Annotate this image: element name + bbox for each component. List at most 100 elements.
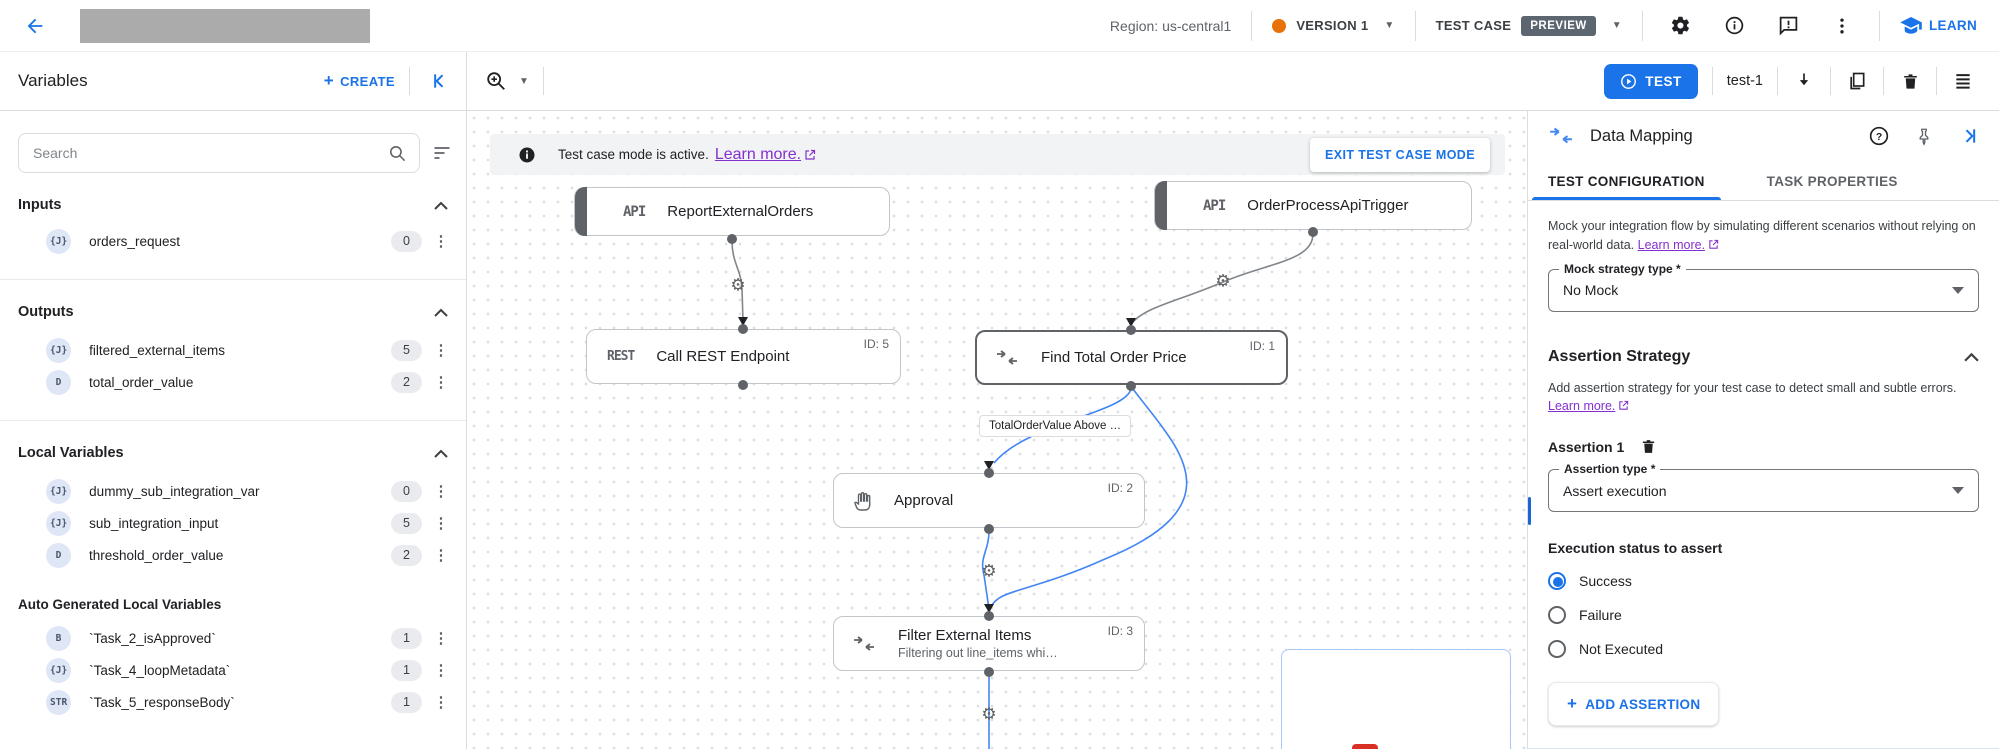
learn-button[interactable]: LEARN xyxy=(1900,16,1977,35)
row-kebab-icon[interactable]: ⋮ xyxy=(433,482,449,500)
zoom-in-icon xyxy=(487,72,505,90)
radio-failure[interactable]: Failure xyxy=(1548,606,1979,624)
json-type-icon: {J} xyxy=(46,657,72,683)
radio-not-executed[interactable]: Not Executed xyxy=(1548,640,1979,658)
test-case-selector[interactable]: TEST CASE PREVIEW ▼ xyxy=(1435,15,1622,36)
row-kebab-icon[interactable]: ⋮ xyxy=(433,629,449,647)
chevron-up-icon xyxy=(434,308,448,317)
node-find-total-order-price[interactable]: Find Total Order Price ID: 1 xyxy=(975,330,1288,385)
info-icon[interactable] xyxy=(1723,15,1745,37)
local-variables-title: Local Variables xyxy=(18,445,124,461)
settings-gear-icon[interactable] xyxy=(1669,15,1691,37)
create-variable-button[interactable]: + CREATE xyxy=(324,71,395,91)
banner-learn-more-link[interactable]: Learn more. xyxy=(714,145,802,163)
execution-status-label: Execution status to assert xyxy=(1548,540,1723,556)
row-kebab-icon[interactable]: ⋮ xyxy=(433,546,449,564)
assertion-name: Assertion 1 xyxy=(1548,438,1625,455)
count-badge: 5 xyxy=(391,339,422,361)
chevron-down-icon xyxy=(1952,286,1964,294)
edge-gear-icon[interactable]: ⚙ xyxy=(981,704,997,725)
pin-icon[interactable] xyxy=(1915,126,1933,146)
radio-button[interactable] xyxy=(1548,606,1566,624)
node-approval[interactable]: Approval ID: 2 xyxy=(833,473,1145,528)
divider xyxy=(1883,67,1884,95)
copy-icon[interactable] xyxy=(1845,69,1869,93)
version-status-dot xyxy=(1272,18,1287,33)
variable-name: `Task_5_responseBody` xyxy=(89,694,235,710)
count-badge: 0 xyxy=(391,230,422,252)
node-call-rest-endpoint[interactable]: REST Call REST Endpoint ID: 5 xyxy=(586,329,901,384)
node-title: OrderProcessApiTrigger xyxy=(1247,197,1409,214)
row-kebab-icon[interactable]: ⋮ xyxy=(433,661,449,679)
row-kebab-icon[interactable]: ⋮ xyxy=(433,232,449,250)
mock-learn-more-link[interactable]: Learn more. xyxy=(1637,237,1706,252)
connection-dot xyxy=(984,524,994,534)
node-title: Find Total Order Price xyxy=(1041,349,1187,366)
section-local-variables[interactable]: Local Variables xyxy=(0,441,466,465)
test-case-label: TEST CASE xyxy=(1435,18,1512,33)
variables-search[interactable] xyxy=(18,133,420,173)
assertion-type-select[interactable]: Assertion type * Assert execution xyxy=(1548,462,1979,512)
more-options-kebab-icon[interactable] xyxy=(1831,15,1853,37)
tab-task-properties[interactable]: TASK PROPERTIES xyxy=(1766,174,1898,189)
collapse-panel-icon[interactable] xyxy=(430,71,450,91)
mock-strategy-select[interactable]: Mock strategy type * No Mock xyxy=(1548,261,1979,312)
edge-gear-icon[interactable]: ⚙ xyxy=(730,275,746,296)
radio-success[interactable]: Success xyxy=(1548,572,1979,590)
feedback-icon[interactable] xyxy=(1777,15,1799,37)
section-inputs[interactable]: Inputs xyxy=(0,193,466,217)
variable-row[interactable]: {J} filtered_external_items 5 ⋮ xyxy=(0,334,466,366)
section-outputs[interactable]: Outputs xyxy=(0,300,466,324)
variable-name: `Task_2_isApproved` xyxy=(89,630,216,646)
sort-icon[interactable] xyxy=(432,143,452,163)
chevron-up-icon[interactable] xyxy=(1964,352,1979,362)
delete-assertion-icon[interactable] xyxy=(1640,438,1657,455)
canvas-zoom-control[interactable]: ▼ xyxy=(485,70,529,92)
help-icon[interactable]: ? xyxy=(1869,126,1889,146)
test-label: TEST xyxy=(1645,73,1682,89)
edge-gear-icon[interactable]: ⚙ xyxy=(1215,271,1231,292)
connection-dot xyxy=(738,324,748,334)
radio-button[interactable] xyxy=(1548,640,1566,658)
variable-row[interactable]: D total_order_value 2 ⋮ xyxy=(0,366,466,398)
radio-button-checked[interactable] xyxy=(1548,572,1566,590)
run-test-button[interactable]: TEST xyxy=(1604,63,1698,99)
double-type-icon: D xyxy=(46,542,71,568)
collapse-panel-right-icon[interactable] xyxy=(1959,126,1979,146)
node-id: ID: 1 xyxy=(1249,339,1275,353)
add-assertion-button[interactable]: + ADD ASSERTION xyxy=(1548,682,1720,726)
node-order-process-api-trigger[interactable]: API OrderProcessApiTrigger xyxy=(1154,181,1472,230)
menu-list-icon[interactable] xyxy=(1951,69,1975,93)
node-filter-external-items[interactable]: Filter External Items Filtering out line… xyxy=(833,616,1145,671)
integration-canvas[interactable]: Test case mode is active. Learn more. EX… xyxy=(467,111,1527,749)
integration-title-redacted xyxy=(80,8,370,43)
row-kebab-icon[interactable]: ⋮ xyxy=(433,373,449,391)
row-kebab-icon[interactable]: ⋮ xyxy=(433,693,449,711)
connection-dot xyxy=(984,611,994,621)
tab-test-configuration[interactable]: TEST CONFIGURATION xyxy=(1532,161,1721,200)
variable-row[interactable]: STR `Task_5_responseBody` 1 ⋮ xyxy=(0,686,466,718)
version-label: VERSION 1 xyxy=(1296,18,1369,33)
variable-row[interactable]: {J} sub_integration_input 5 ⋮ xyxy=(0,507,466,539)
chevron-down-icon: ▼ xyxy=(1611,20,1622,31)
mock-strategy-value: No Mock xyxy=(1563,282,1619,298)
edge-condition-label[interactable]: TotalOrderValue Above … xyxy=(979,415,1132,437)
variable-row[interactable]: {J} dummy_sub_integration_var 0 ⋮ xyxy=(0,475,466,507)
back-button[interactable] xyxy=(18,9,52,43)
row-kebab-icon[interactable]: ⋮ xyxy=(433,514,449,532)
delete-trash-icon[interactable] xyxy=(1898,69,1922,93)
exit-test-case-mode-button[interactable]: EXIT TEST CASE MODE xyxy=(1310,138,1490,172)
panel-scroll-indicator[interactable] xyxy=(1528,497,1531,525)
create-label: CREATE xyxy=(340,73,395,89)
variable-row[interactable]: B `Task_2_isApproved` 1 ⋮ xyxy=(0,622,466,654)
search-input[interactable] xyxy=(33,145,388,161)
edge-gear-icon[interactable]: ⚙ xyxy=(981,561,997,582)
version-selector[interactable]: VERSION 1 ▼ xyxy=(1272,18,1394,33)
row-kebab-icon[interactable]: ⋮ xyxy=(433,341,449,359)
download-icon[interactable] xyxy=(1792,69,1816,93)
variable-row[interactable]: D threshold_order_value 2 ⋮ xyxy=(0,539,466,571)
variable-row[interactable]: {J} orders_request 0 ⋮ xyxy=(0,225,466,257)
variable-row[interactable]: {J} `Task_4_loopMetadata` 1 ⋮ xyxy=(0,654,466,686)
assertion-learn-more-link[interactable]: Learn more. xyxy=(1548,399,1616,414)
node-report-external-orders[interactable]: API ReportExternalOrders xyxy=(574,187,890,236)
